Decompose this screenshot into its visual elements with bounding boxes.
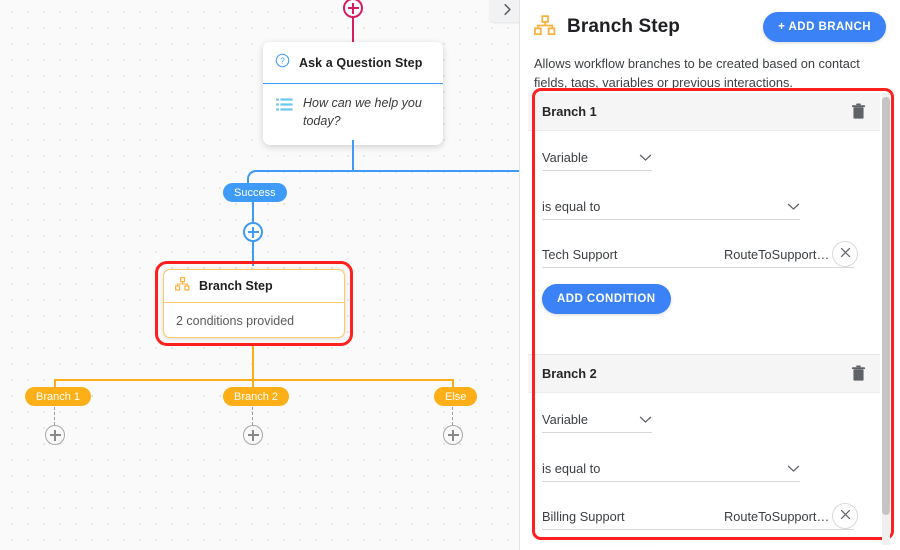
connector-orange-else bbox=[452, 379, 454, 390]
condition-value-text: Tech Support bbox=[542, 247, 618, 262]
question-circle-icon: ? bbox=[275, 53, 290, 73]
plus-icon bbox=[247, 429, 259, 441]
variable-type-select[interactable]: Variable bbox=[542, 407, 652, 433]
branch-badge-2[interactable]: Branch 2 bbox=[223, 387, 290, 406]
branch-card: Branch 2 bbox=[528, 354, 880, 545]
chevron-down-icon bbox=[639, 412, 652, 427]
branch-card-header: Branch 1 bbox=[528, 93, 880, 131]
branch-step-node-title: Branch Step bbox=[199, 279, 273, 293]
operator-value: is equal to bbox=[542, 461, 601, 476]
branch-list-scroll-content: Branch 1 bbox=[528, 93, 880, 545]
plus-icon bbox=[447, 429, 459, 441]
close-icon bbox=[840, 245, 851, 263]
branch-step-node[interactable]: Branch Step 2 conditions provided bbox=[163, 269, 345, 338]
add-step-else-button[interactable] bbox=[443, 425, 463, 445]
ask-question-step-node[interactable]: ? Ask a Question Step How can we bbox=[263, 42, 443, 145]
branch-card: Branch 1 bbox=[528, 93, 880, 354]
branch-list[interactable]: Branch 1 bbox=[528, 93, 892, 545]
list-icon bbox=[276, 97, 293, 131]
add-step-branch2-button[interactable] bbox=[243, 425, 263, 445]
operator-select[interactable]: is equal to bbox=[542, 456, 800, 482]
add-step-top-button[interactable] bbox=[343, 0, 363, 18]
panel-scrollbar[interactable] bbox=[882, 93, 890, 545]
panel-title: Branch Step bbox=[567, 16, 681, 37]
connector-blue-to-branch-step bbox=[252, 242, 254, 266]
branch-conditions: Variable is equal to bbox=[528, 393, 880, 530]
ask-question-step-title: Ask a Question Step bbox=[299, 56, 423, 70]
add-step-middle-button[interactable] bbox=[243, 222, 263, 242]
panel-description: Allows workflow branches to be created b… bbox=[534, 56, 860, 91]
close-icon bbox=[840, 507, 851, 525]
variable-name-value: RouteToSupport… bbox=[724, 509, 830, 524]
branch-step-panel: Branch Step + ADD BRANCH Allows workflow… bbox=[520, 0, 900, 550]
plus-icon bbox=[247, 226, 259, 238]
collapse-panel-button[interactable] bbox=[490, 0, 520, 22]
plus-icon bbox=[49, 429, 61, 441]
condition-value-input[interactable]: Billing Support bbox=[542, 504, 800, 530]
remove-condition-button[interactable] bbox=[832, 503, 858, 529]
branch-name: Branch 2 bbox=[542, 366, 597, 381]
connector-pink-top bbox=[352, 12, 354, 44]
condition-value-input[interactable]: Tech Support bbox=[542, 242, 800, 268]
connector-blue-card-down bbox=[352, 140, 354, 171]
sitemap-icon bbox=[175, 276, 190, 296]
add-condition-button[interactable]: ADD CONDITION bbox=[542, 284, 671, 314]
chevron-down-icon bbox=[787, 461, 800, 476]
branch-step-node-subtitle: 2 conditions provided bbox=[176, 314, 295, 328]
branch-card-spacer bbox=[528, 332, 880, 354]
remove-condition-button[interactable] bbox=[832, 241, 858, 267]
flow-canvas[interactable]: ? Ask a Question Step How can we bbox=[0, 0, 520, 550]
ask-question-step-header: ? Ask a Question Step bbox=[263, 42, 443, 84]
svg-text:?: ? bbox=[280, 57, 285, 66]
add-step-branch1-button[interactable] bbox=[45, 425, 65, 445]
chevron-down-icon bbox=[787, 199, 800, 214]
connector-dashed-else bbox=[452, 407, 453, 425]
condition-row: Variable is equal to bbox=[542, 145, 866, 268]
success-badge[interactable]: Success bbox=[223, 183, 287, 202]
connector-blue-bus bbox=[262, 170, 520, 172]
sitemap-icon bbox=[534, 15, 556, 41]
connector-dashed-branch2 bbox=[252, 407, 253, 425]
branch-name: Branch 1 bbox=[542, 104, 597, 119]
chevron-down-icon bbox=[639, 150, 652, 165]
connector-blue-success-down bbox=[252, 202, 254, 222]
operator-value: is equal to bbox=[542, 199, 601, 214]
variable-type-select[interactable]: Variable bbox=[542, 145, 652, 171]
connector-dashed-branch1 bbox=[54, 407, 55, 425]
operator-select[interactable]: is equal to bbox=[542, 194, 800, 220]
condition-row: Variable is equal to bbox=[542, 407, 866, 530]
branch-card-header: Branch 2 bbox=[528, 355, 880, 393]
panel-scrollbar-thumb[interactable] bbox=[882, 97, 890, 515]
ask-question-step-text: How can we help you today? bbox=[303, 96, 422, 128]
plus-icon bbox=[347, 2, 359, 14]
delete-branch-button[interactable] bbox=[851, 365, 866, 382]
panel-header: Branch Step + ADD BRANCH bbox=[520, 0, 900, 42]
variable-type-value: Variable bbox=[542, 412, 589, 427]
branch-step-node-header: Branch Step bbox=[164, 270, 344, 303]
branch-badge-else[interactable]: Else bbox=[434, 387, 478, 406]
branch-conditions: Variable is equal to bbox=[528, 131, 880, 268]
branch-badge-1[interactable]: Branch 1 bbox=[25, 387, 92, 406]
canvas-divider bbox=[519, 0, 520, 550]
branch-step-node-highlight: Branch Step 2 conditions provided bbox=[155, 261, 353, 346]
variable-name-value: RouteToSupport… bbox=[724, 247, 830, 262]
connector-orange-branch2 bbox=[252, 379, 254, 390]
variable-type-value: Variable bbox=[542, 150, 589, 165]
ask-question-step-body: How can we help you today? bbox=[263, 84, 443, 145]
add-branch-button[interactable]: + ADD BRANCH bbox=[763, 12, 886, 42]
connector-orange-trunk bbox=[252, 346, 254, 381]
delete-branch-button[interactable] bbox=[851, 103, 866, 120]
connector-orange-branch1 bbox=[54, 379, 56, 390]
condition-value-text: Billing Support bbox=[542, 509, 625, 524]
connector-blue-elbow bbox=[247, 170, 263, 186]
chevron-right-icon bbox=[501, 3, 514, 16]
connector-orange-bus bbox=[55, 379, 453, 381]
